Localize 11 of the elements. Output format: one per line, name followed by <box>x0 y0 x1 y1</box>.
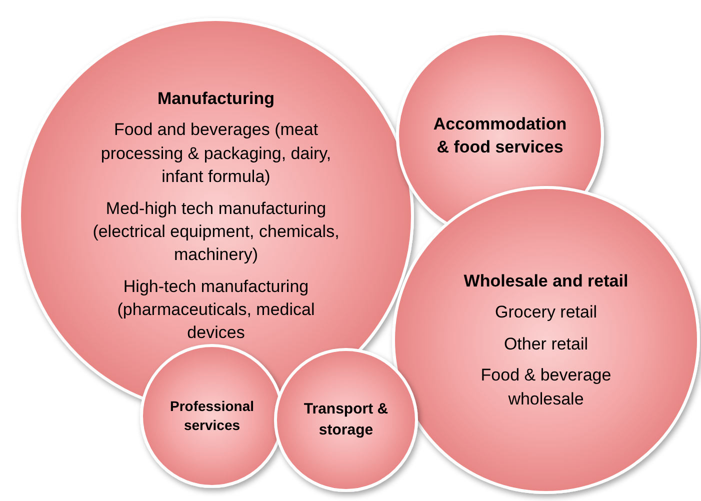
circle-heading: Manufacturing <box>157 88 275 110</box>
circle-text: Food and beverages (meat processing & packaging, dairy, infant formula) <box>100 120 332 188</box>
circle-heading: Accommodation & food services <box>432 114 568 159</box>
circle-text: Other retail <box>504 333 588 356</box>
circle-heading: Wholesale and retail <box>464 270 628 293</box>
circle-text: Med-high tech manufacturing (electrical equipment, chemicals, machinery) <box>92 198 340 266</box>
circle-text: Grocery retail <box>494 302 598 324</box>
circle-text: High-tech manufacturing (pharmaceuticals, medical devices <box>116 276 316 344</box>
circle-text: Food & beverage wholesale <box>480 364 612 410</box>
circle-heading: Professional services <box>168 396 256 435</box>
circle-heading: Transport & storage <box>302 399 390 440</box>
